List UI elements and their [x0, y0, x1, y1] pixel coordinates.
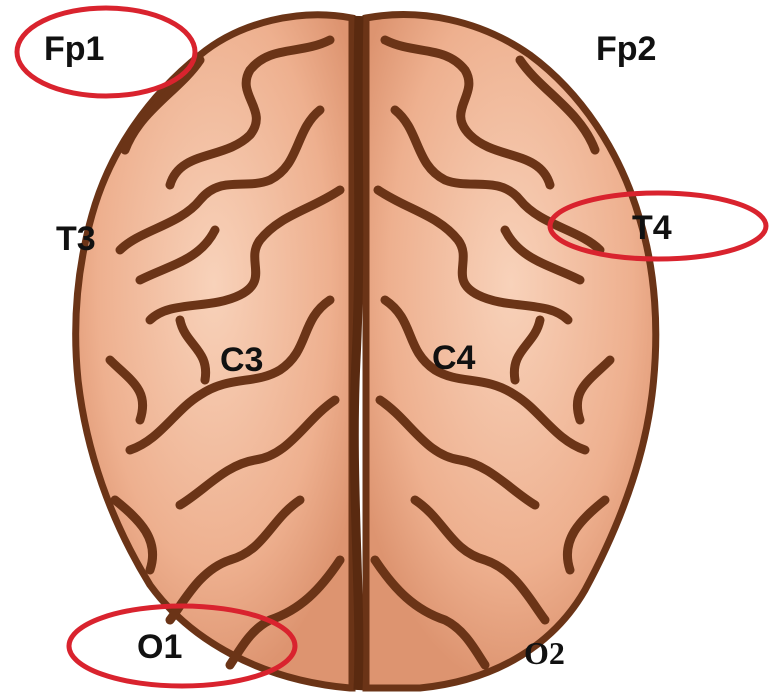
electrode-label-t3: T3 [56, 222, 96, 256]
electrode-label-o1: O1 [137, 630, 182, 664]
longitudinal-fissure [354, 16, 359, 690]
electrode-label-fp2: Fp2 [596, 32, 656, 66]
electrode-label-c4: C4 [432, 341, 475, 375]
electrode-label-fp1: Fp1 [44, 32, 104, 66]
electrode-label-t4: T4 [632, 211, 672, 245]
electrode-label-c3: C3 [220, 343, 263, 377]
electrode-label-o2: O2 [524, 637, 565, 669]
right-hemisphere [366, 15, 656, 688]
